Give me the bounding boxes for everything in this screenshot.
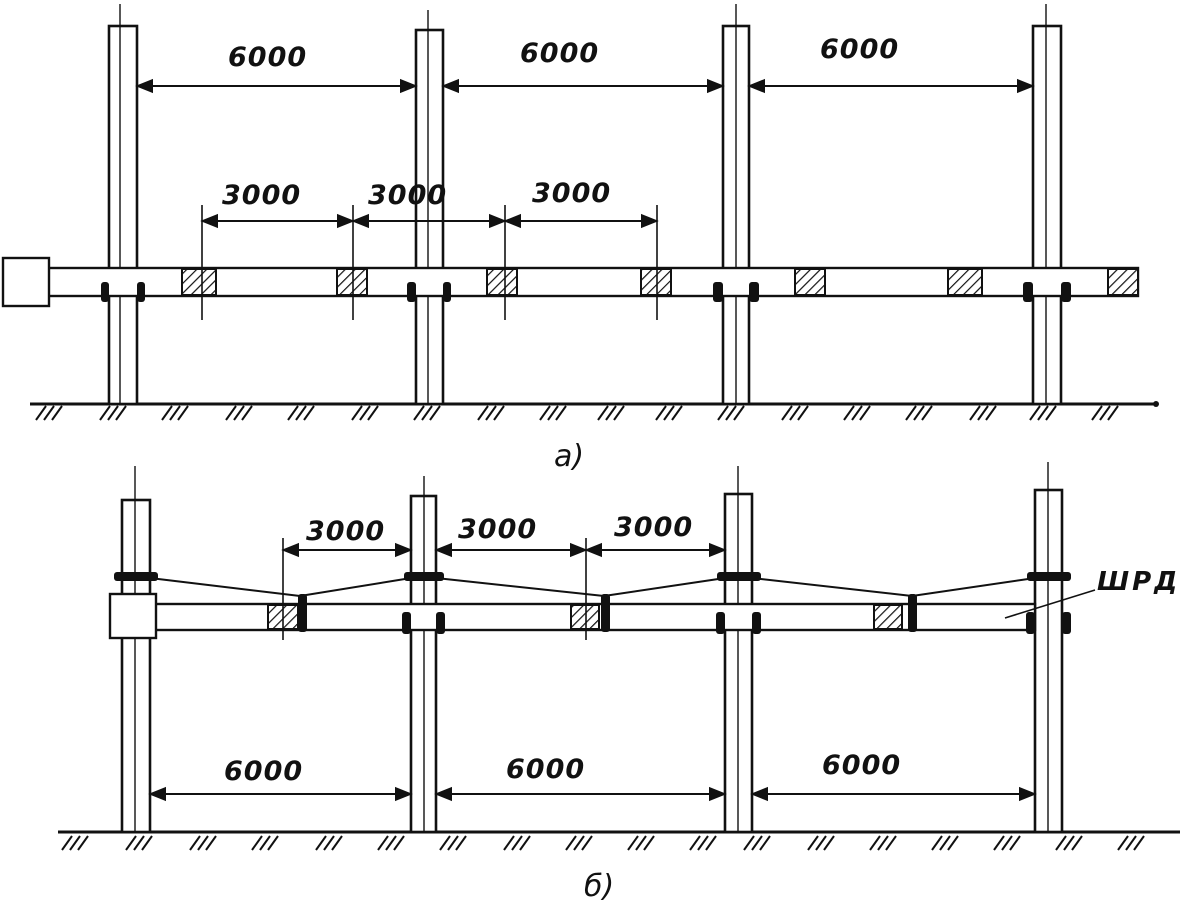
caption-a: а) <box>554 439 584 474</box>
dimension-line-a-lower: 3000 3000 3000 <box>200 178 659 320</box>
column-b-3 <box>723 466 754 834</box>
column-b-4 <box>1033 462 1064 834</box>
ground-a <box>30 401 1159 421</box>
dimension-line-b-lower: 6000 6000 6000 <box>148 750 1037 802</box>
dimension-label-a-lower-2: 3000 <box>368 180 447 211</box>
column-collars-b <box>114 572 1071 581</box>
dimension-label-a-upper-2: 6000 <box>520 38 599 69</box>
shrd-label-group: ШРД <box>1004 567 1180 619</box>
crane-beam-a <box>1 256 1140 308</box>
dimension-label-a-lower-1: 3000 <box>222 180 301 211</box>
dimension-label-b-upper-1: 3000 <box>306 516 385 547</box>
dimension-label-a-lower-3: 3000 <box>532 178 611 209</box>
hatched-blocks-a <box>181 268 1139 296</box>
column-b-2 <box>409 476 438 834</box>
diagram-a: 6000 6000 6000 3000 3000 3000 а) <box>1 4 1159 474</box>
crane-trolley-b <box>108 592 158 640</box>
column-a-1 <box>107 4 139 406</box>
caption-b: б) <box>584 869 614 904</box>
crane-beam-b <box>108 592 1071 640</box>
diagram-b: 3000 3000 3000 6000 6000 6000 ШРД б) <box>58 462 1180 904</box>
dimension-label-b-lower-2: 6000 <box>506 754 585 785</box>
dimension-label-a-upper-1: 6000 <box>228 42 307 73</box>
column-a-4 <box>1031 4 1063 406</box>
crane-trolley-a <box>1 256 51 308</box>
column-a-3 <box>721 4 751 406</box>
shrd-label: ШРД <box>1097 567 1180 597</box>
dimension-line-b-upper: 3000 3000 3000 <box>281 512 727 640</box>
dimension-label-b-upper-3: 3000 <box>614 512 693 543</box>
dimension-label-a-upper-3: 6000 <box>820 34 899 65</box>
column-b-1 <box>120 466 152 834</box>
dimension-line-a-upper: 6000 6000 6000 <box>135 34 1035 94</box>
dimension-label-b-upper-2: 3000 <box>458 514 537 545</box>
clamps-a <box>101 282 1071 302</box>
dimension-label-b-lower-1: 6000 <box>224 756 303 787</box>
clamps-b <box>298 594 1071 634</box>
ground-b <box>58 830 1180 851</box>
dimension-label-b-lower-3: 6000 <box>822 750 901 781</box>
